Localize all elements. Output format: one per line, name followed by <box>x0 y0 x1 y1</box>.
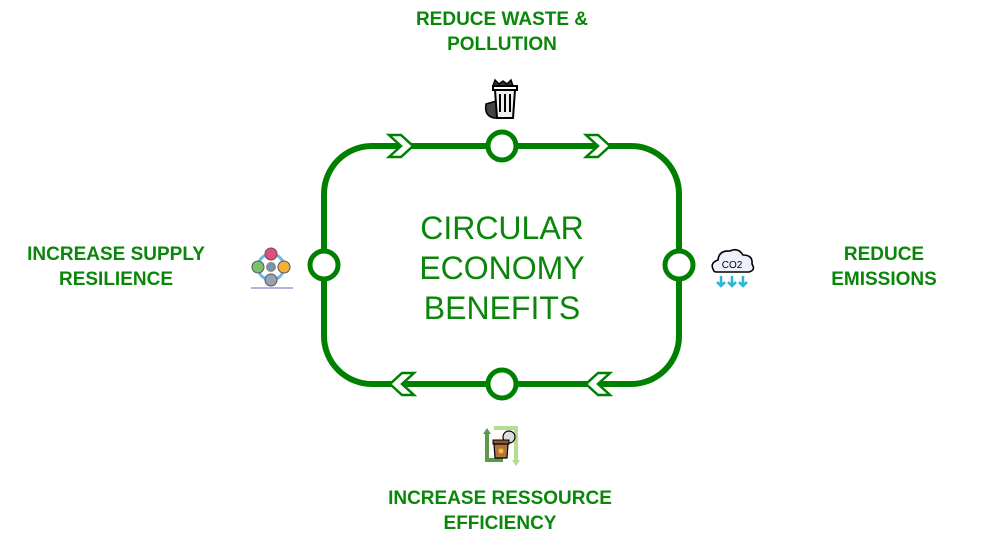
label-line: REDUCE WASTE & <box>415 9 589 30</box>
trash-bin-icon <box>484 78 518 119</box>
co2-text: CO2 <box>722 260 743 271</box>
label-line: POLLUTION <box>447 34 557 55</box>
node-bottom <box>485 367 519 401</box>
benefit-label-right: REDUCE EMISSIONS <box>790 242 978 292</box>
label-line: EFFICIENCY <box>443 513 557 534</box>
title-line: CIRCULAR <box>420 210 584 246</box>
benefit-label-top: REDUCE WASTE & POLLUTION <box>380 7 624 57</box>
diagram-title: CIRCULAR ECONOMY BENEFITS <box>402 208 602 328</box>
benefit-label-bottom: INCREASE RESSOURCE EFFICIENCY <box>350 486 650 536</box>
label-line: EMISSIONS <box>831 269 937 290</box>
benefit-label-left: INCREASE SUPPLY RESILIENCE <box>5 242 227 292</box>
recycle-bin-icon <box>483 426 520 466</box>
title-line: BENEFITS <box>423 290 581 326</box>
label-line: INCREASE RESSOURCE <box>388 488 612 509</box>
label-line: RESILIENCE <box>58 269 174 290</box>
node-left <box>307 248 341 282</box>
chevron-right-arrow <box>385 133 415 159</box>
node-right <box>662 248 696 282</box>
title-line: ECONOMY <box>419 250 585 286</box>
supply-cycle-icon <box>251 247 293 289</box>
node-top <box>485 129 519 163</box>
label-line: INCREASE SUPPLY <box>27 244 205 265</box>
chevron-left-arrow <box>388 371 418 397</box>
label-line: REDUCE <box>843 244 925 265</box>
chevron-right-arrow <box>582 133 612 159</box>
chevron-left-arrow <box>584 371 614 397</box>
co2-cloud-icon: CO2 <box>711 248 755 288</box>
